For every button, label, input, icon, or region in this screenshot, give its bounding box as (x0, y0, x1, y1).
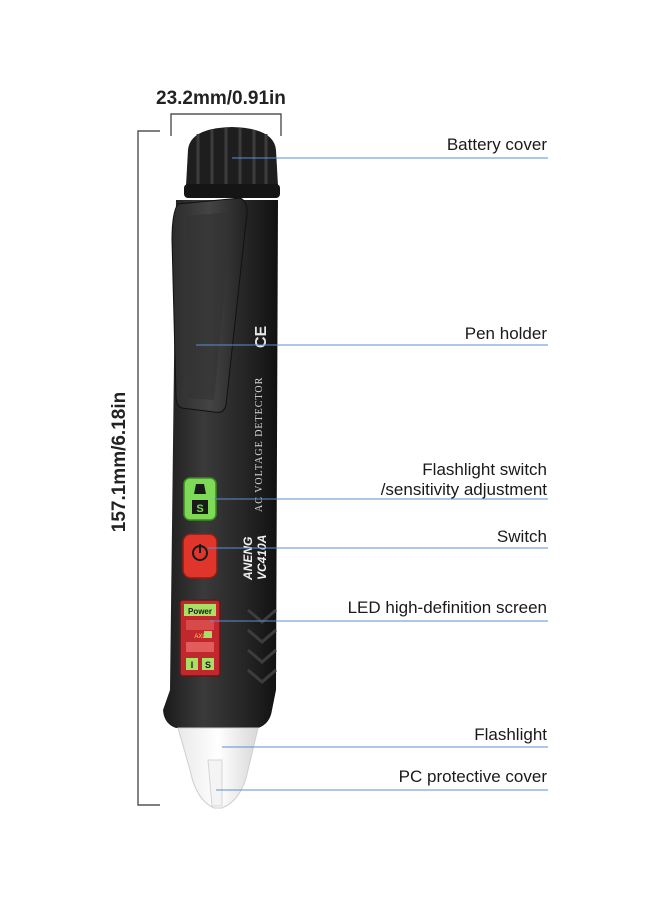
width-dimension-bracket (170, 113, 282, 136)
screen-key-right: S (205, 660, 211, 670)
callout-switch: Switch (496, 527, 547, 546)
pc-protective-cover (177, 727, 259, 809)
callout-flashlight-switch-line1: Flashlight switch (422, 460, 547, 479)
flashlight-button[interactable]: S (183, 477, 217, 521)
width-dimension-label: 23.2mm/0.91in (156, 88, 286, 109)
battery-cover (184, 127, 280, 198)
screen-axl-text: AXL (194, 634, 206, 640)
model-text: VC410A (255, 535, 269, 580)
callout-flashlight: Flashlight (474, 725, 547, 744)
screen-power-text: Power (188, 607, 212, 616)
height-dimension-label: 157.1mm/6.18in (109, 391, 130, 533)
callout-battery-cover: Battery cover (446, 135, 547, 154)
led-screen: Power AXL I S (179, 599, 221, 677)
callout-flashlight-switch: Flashlight switch /sensitivity adjustmen… (381, 460, 547, 500)
product-name-text: AC VOLTAGE DETECTOR (254, 377, 265, 512)
screen-key-left: I (191, 660, 194, 670)
grip-chevrons (247, 608, 277, 684)
brand-text: ANENG (241, 537, 255, 581)
cert-marks-text: CE (253, 325, 270, 348)
height-dimension-bracket (137, 130, 160, 806)
callout-led-screen: LED high-definition screen (347, 598, 547, 617)
callout-pc-cover: PC protective cover (398, 767, 547, 786)
flashlight-button-key: S (196, 503, 203, 515)
leader-lines (196, 157, 548, 791)
callout-pen-holder: Pen holder (464, 324, 547, 343)
callout-flashlight-switch-line2: /sensitivity adjustment (380, 480, 547, 499)
power-button[interactable] (182, 533, 218, 579)
